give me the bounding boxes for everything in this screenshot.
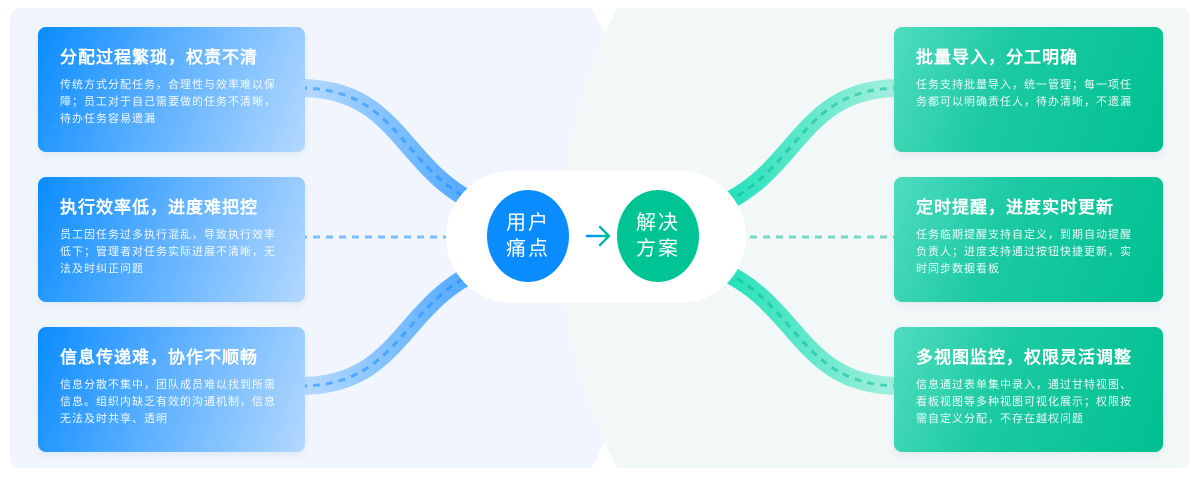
pain-point-title: 执行效率低，进度难把控 — [60, 198, 258, 217]
arrow-right-icon — [585, 225, 611, 247]
solution-desc: 任务支持批量导入，统一管理；每一项任务都可以明确责任人，待办清晰，不遗漏 — [916, 79, 1132, 108]
road-pain-1 — [299, 79, 484, 214]
solution-card-2: 定时提醒，进度实时更新 任务临期提醒支持自定义，到期自动提醒负责人；进度支持通过… — [894, 177, 1163, 302]
pain-point-title: 信息传递难，协作不顺畅 — [60, 348, 258, 367]
solutions-label: 解决方案 — [636, 212, 680, 260]
road-pain-3 — [299, 261, 484, 395]
solution-title: 批量导入，分工明确 — [916, 48, 1078, 67]
solutions-node: 解决方案 — [617, 190, 699, 282]
pain-point-card-3: 信息传递难，协作不顺畅 信息分散不集中，团队成员难以找到所需信息。组织内缺乏有效… — [38, 327, 305, 452]
solution-desc: 信息通过表单集中录入，通过甘特视图、看板视图等多种视图可视化展示；权限按需自定义… — [916, 379, 1132, 425]
road-solution-3 — [716, 261, 901, 395]
solution-desc: 任务临期提醒支持自定义，到期自动提醒负责人；进度支持通过按钮快捷更新，实时同步数… — [916, 229, 1132, 275]
solution-card-1: 批量导入，分工明确 任务支持批量导入，统一管理；每一项任务都可以明确责任人，待办… — [894, 27, 1163, 152]
pain-points-label: 用户痛点 — [506, 212, 550, 260]
solution-card-3: 多视图监控，权限灵活调整 信息通过表单集中录入，通过甘特视图、看板视图等多种视图… — [894, 327, 1163, 452]
pain-point-card-1: 分配过程繁琐，权责不清 传统方式分配任务，合理性与效率难以保障；员工对于自己需要… — [38, 27, 305, 152]
pain-point-desc: 信息分散不集中，团队成员难以找到所需信息。组织内缺乏有效的沟通机制，信息无法及时… — [60, 379, 276, 425]
pain-point-desc: 员工因任务过多执行混乱，导致执行效率低下；管理者对任务实际进展不清晰，无法及时纠… — [60, 229, 276, 275]
pain-point-card-2: 执行效率低，进度难把控 员工因任务过多执行混乱，导致执行效率低下；管理者对任务实… — [38, 177, 305, 302]
pain-point-desc: 传统方式分配任务，合理性与效率难以保障；员工对于自己需要做的任务不清晰，待办任务… — [60, 79, 276, 125]
road-solution-1 — [716, 79, 901, 214]
pain-point-title: 分配过程繁琐，权责不清 — [60, 48, 258, 67]
solution-title: 多视图监控，权限灵活调整 — [916, 348, 1132, 367]
solution-title: 定时提醒，进度实时更新 — [916, 198, 1114, 217]
pain-points-node: 用户痛点 — [487, 190, 569, 282]
